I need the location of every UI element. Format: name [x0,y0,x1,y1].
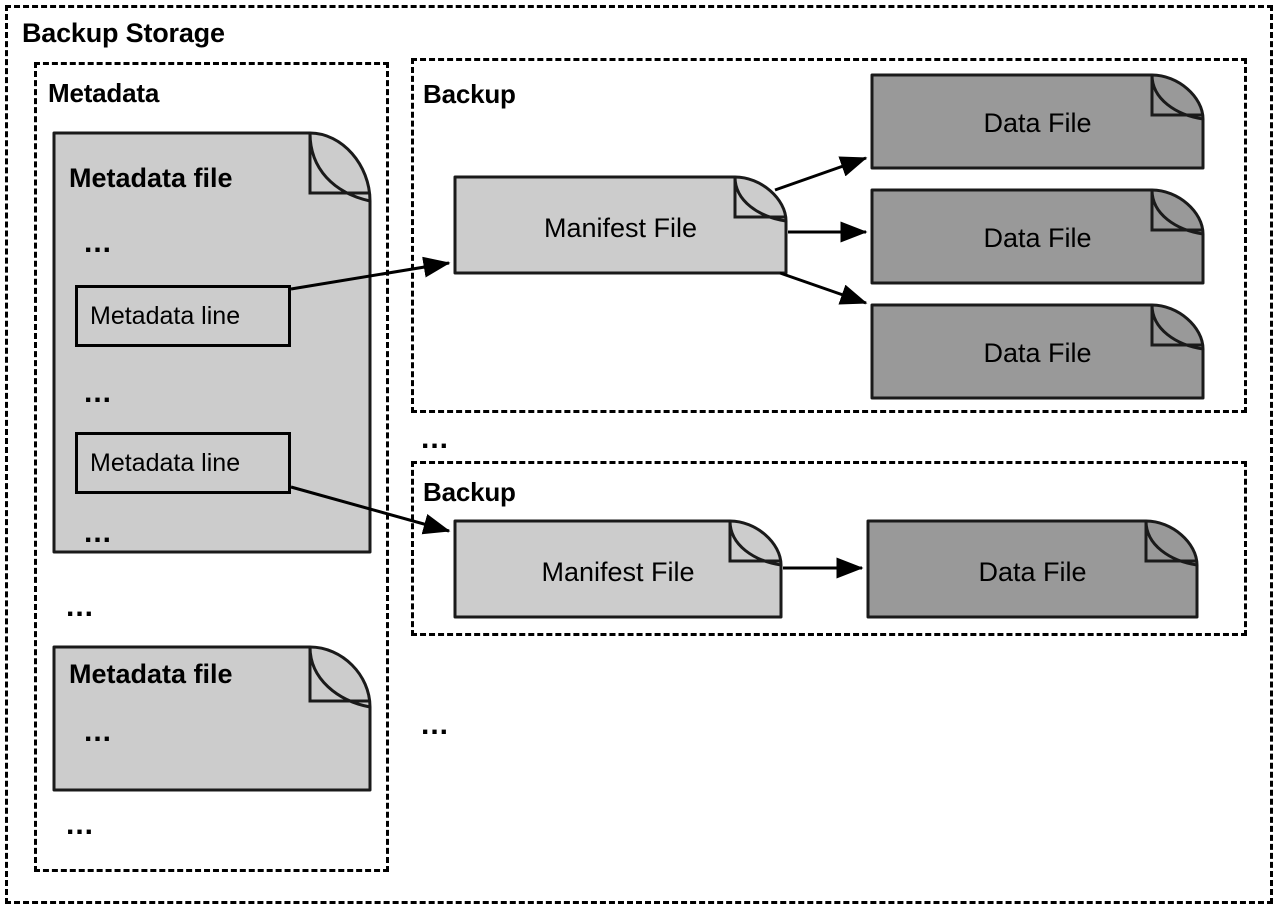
backup-2-data-file-1: Data File [866,519,1199,619]
backup-1-data-file-2-shape [870,188,1205,285]
metadata-line-2: Metadata line [75,432,291,494]
metadata-file-1-ellipsis-bottom: ... [84,516,113,549]
backup-section-2 [411,461,1247,636]
backup-1-data-file-2-label: Data File [983,223,1092,253]
backup-ellipsis-after: ... [421,708,450,741]
backup-1-data-file-1: Data File [870,73,1205,170]
metadata-ellipsis-between-files: ... [66,590,95,623]
backup-1-data-file-3: Data File [870,303,1205,400]
backup-section-1-title: Backup [423,79,516,109]
backup-2-manifest-file: Manifest File [453,519,783,619]
metadata-line-2-label: Metadata line [90,448,241,477]
backup-2-data-file-1-label: Data File [978,557,1087,587]
backup-storage-title: Backup Storage [22,18,225,48]
backup-1-data-file-1-label: Data File [983,108,1092,138]
backup-2-manifest-label: Manifest File [541,557,695,587]
backup-2-manifest-shape [453,519,783,619]
backup-2-data-file-1-shape [866,519,1199,619]
backup-1-data-file-2: Data File [870,188,1205,285]
backup-ellipsis-between: ... [421,422,450,455]
backup-1-data-file-3-shape [870,303,1205,400]
metadata-file-2: Metadata file [52,645,372,792]
metadata-file-1-ellipsis-top: ... [84,226,113,259]
backup-1-data-file-3-label: Data File [983,338,1092,368]
metadata-line-1: Metadata line [75,285,291,347]
metadata-section-title: Metadata [48,78,160,108]
metadata-ellipsis-after-files: ... [66,808,95,841]
metadata-file-2-ellipsis-body: ... [84,715,113,748]
metadata-section [34,62,389,872]
metadata-file-1-label: Metadata file [69,163,233,193]
metadata-file-1-ellipsis-middle: ... [84,376,113,409]
backup-1-manifest-file: Manifest File [453,175,788,275]
backup-section-2-title: Backup [423,477,516,507]
metadata-line-1-label: Metadata line [90,301,241,330]
backup-1-data-file-1-shape [870,73,1205,170]
metadata-file-2-label: Metadata file [69,659,233,689]
metadata-file-2-shape [52,645,372,792]
backup-storage-container [5,5,1273,904]
backup-1-manifest-shape [453,175,788,275]
backup-section-1 [411,58,1247,413]
backup-1-manifest-label: Manifest File [543,213,698,243]
